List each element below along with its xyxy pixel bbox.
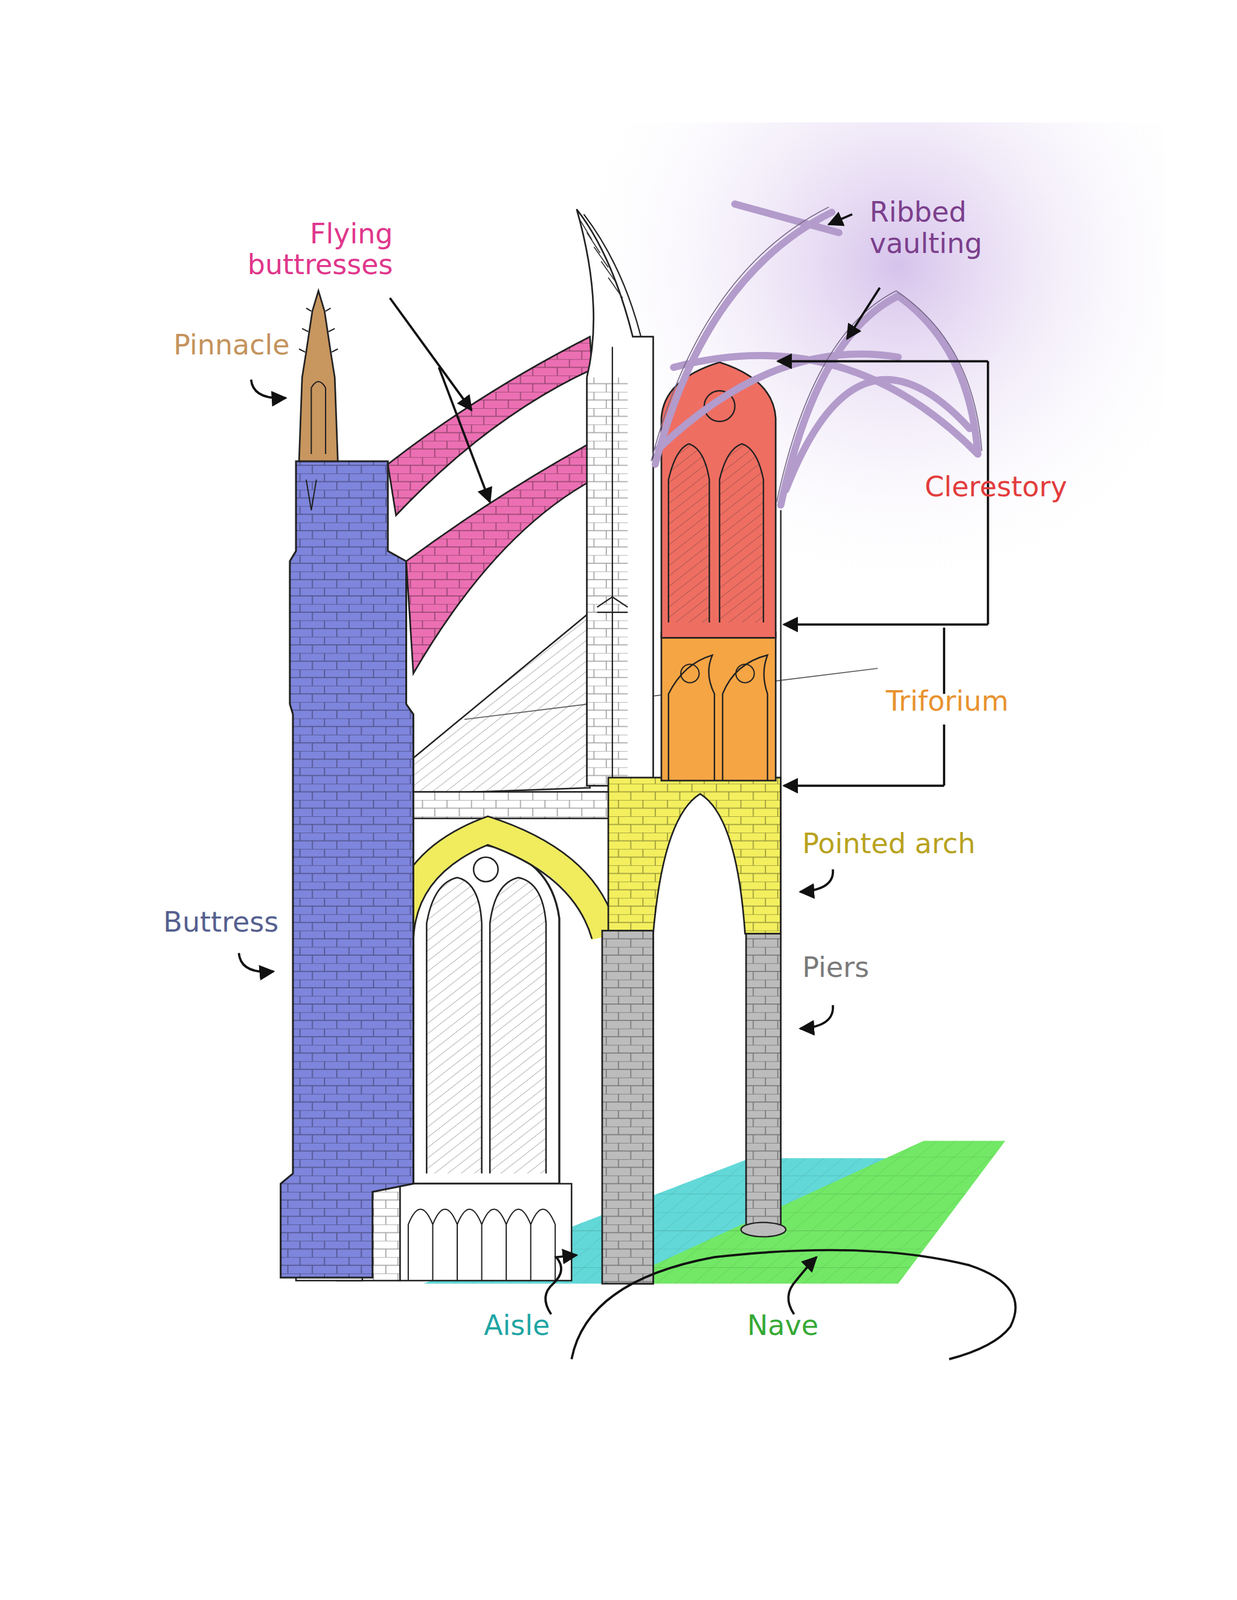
triforium bbox=[661, 632, 776, 781]
aisle-window bbox=[413, 845, 560, 1184]
vault-rib bbox=[735, 204, 839, 233]
aisle-dado bbox=[399, 1183, 572, 1282]
nave-wall bbox=[576, 208, 654, 1285]
right-pier-bricks bbox=[745, 933, 781, 1230]
triforium-arcades bbox=[668, 655, 768, 781]
part-label: Buttress bbox=[163, 907, 321, 939]
buttress-bricks bbox=[280, 461, 414, 1279]
rib-outline bbox=[776, 291, 983, 503]
leader-arrow bbox=[389, 297, 472, 411]
leader-arrow bbox=[800, 869, 833, 893]
vault-glow bbox=[571, 122, 1164, 695]
leader-arrow bbox=[545, 1255, 577, 1315]
blind-arcade bbox=[408, 1209, 556, 1282]
leader-arrow bbox=[251, 379, 286, 399]
triforium-trefoil bbox=[735, 664, 754, 683]
part-label: Aisle bbox=[483, 1310, 605, 1343]
leader-arrow bbox=[788, 1257, 817, 1315]
vault-rib bbox=[673, 355, 978, 455]
leader-arrow bbox=[828, 214, 853, 225]
nave-wall-bricks bbox=[587, 377, 629, 786]
left-pier bbox=[602, 930, 653, 1285]
part-label: Flying buttresses bbox=[230, 218, 394, 281]
window-lights bbox=[426, 877, 547, 1174]
leader-arrow bbox=[238, 953, 274, 973]
buttress-niche bbox=[306, 479, 317, 511]
part-label: Piers bbox=[802, 952, 923, 984]
clerestory-lights bbox=[668, 443, 764, 623]
bracket-arrow bbox=[777, 359, 989, 363]
bracket-arrow bbox=[783, 623, 989, 626]
nave-pointed-arch bbox=[608, 777, 781, 935]
aisle-arch-outline bbox=[387, 816, 618, 945]
part-label: Pointed arch bbox=[802, 828, 1008, 861]
leader-arrow bbox=[847, 288, 881, 340]
right-pier bbox=[745, 933, 781, 1230]
pinnacle-crockets bbox=[298, 308, 338, 455]
gable-hatching bbox=[579, 219, 623, 298]
leader-arrow bbox=[439, 367, 490, 502]
pier-base bbox=[741, 1223, 786, 1238]
bracket-arrow bbox=[783, 784, 945, 788]
nave-arch-bricks bbox=[608, 777, 781, 935]
leader-arrow bbox=[800, 1005, 833, 1030]
part-label: Ribbed vaulting bbox=[869, 196, 1009, 260]
triforium-trefoil bbox=[680, 664, 699, 683]
part-label: Triforium bbox=[886, 686, 1068, 718]
left-pier-bricks bbox=[602, 930, 653, 1285]
part-label: Pinnacle bbox=[173, 329, 319, 362]
wall-shafts bbox=[584, 214, 642, 786]
rib-outline bbox=[651, 207, 829, 462]
part-label: Nave bbox=[747, 1310, 868, 1343]
buttress bbox=[280, 461, 414, 1279]
vault-rib bbox=[658, 353, 899, 449]
part-label: Clerestory bbox=[924, 471, 1119, 504]
pinnacle bbox=[298, 291, 338, 462]
leader-lines bbox=[238, 214, 1016, 1360]
nave-sweep bbox=[571, 1250, 1016, 1361]
window-rose bbox=[473, 857, 499, 883]
vault-shaft bbox=[779, 510, 781, 934]
